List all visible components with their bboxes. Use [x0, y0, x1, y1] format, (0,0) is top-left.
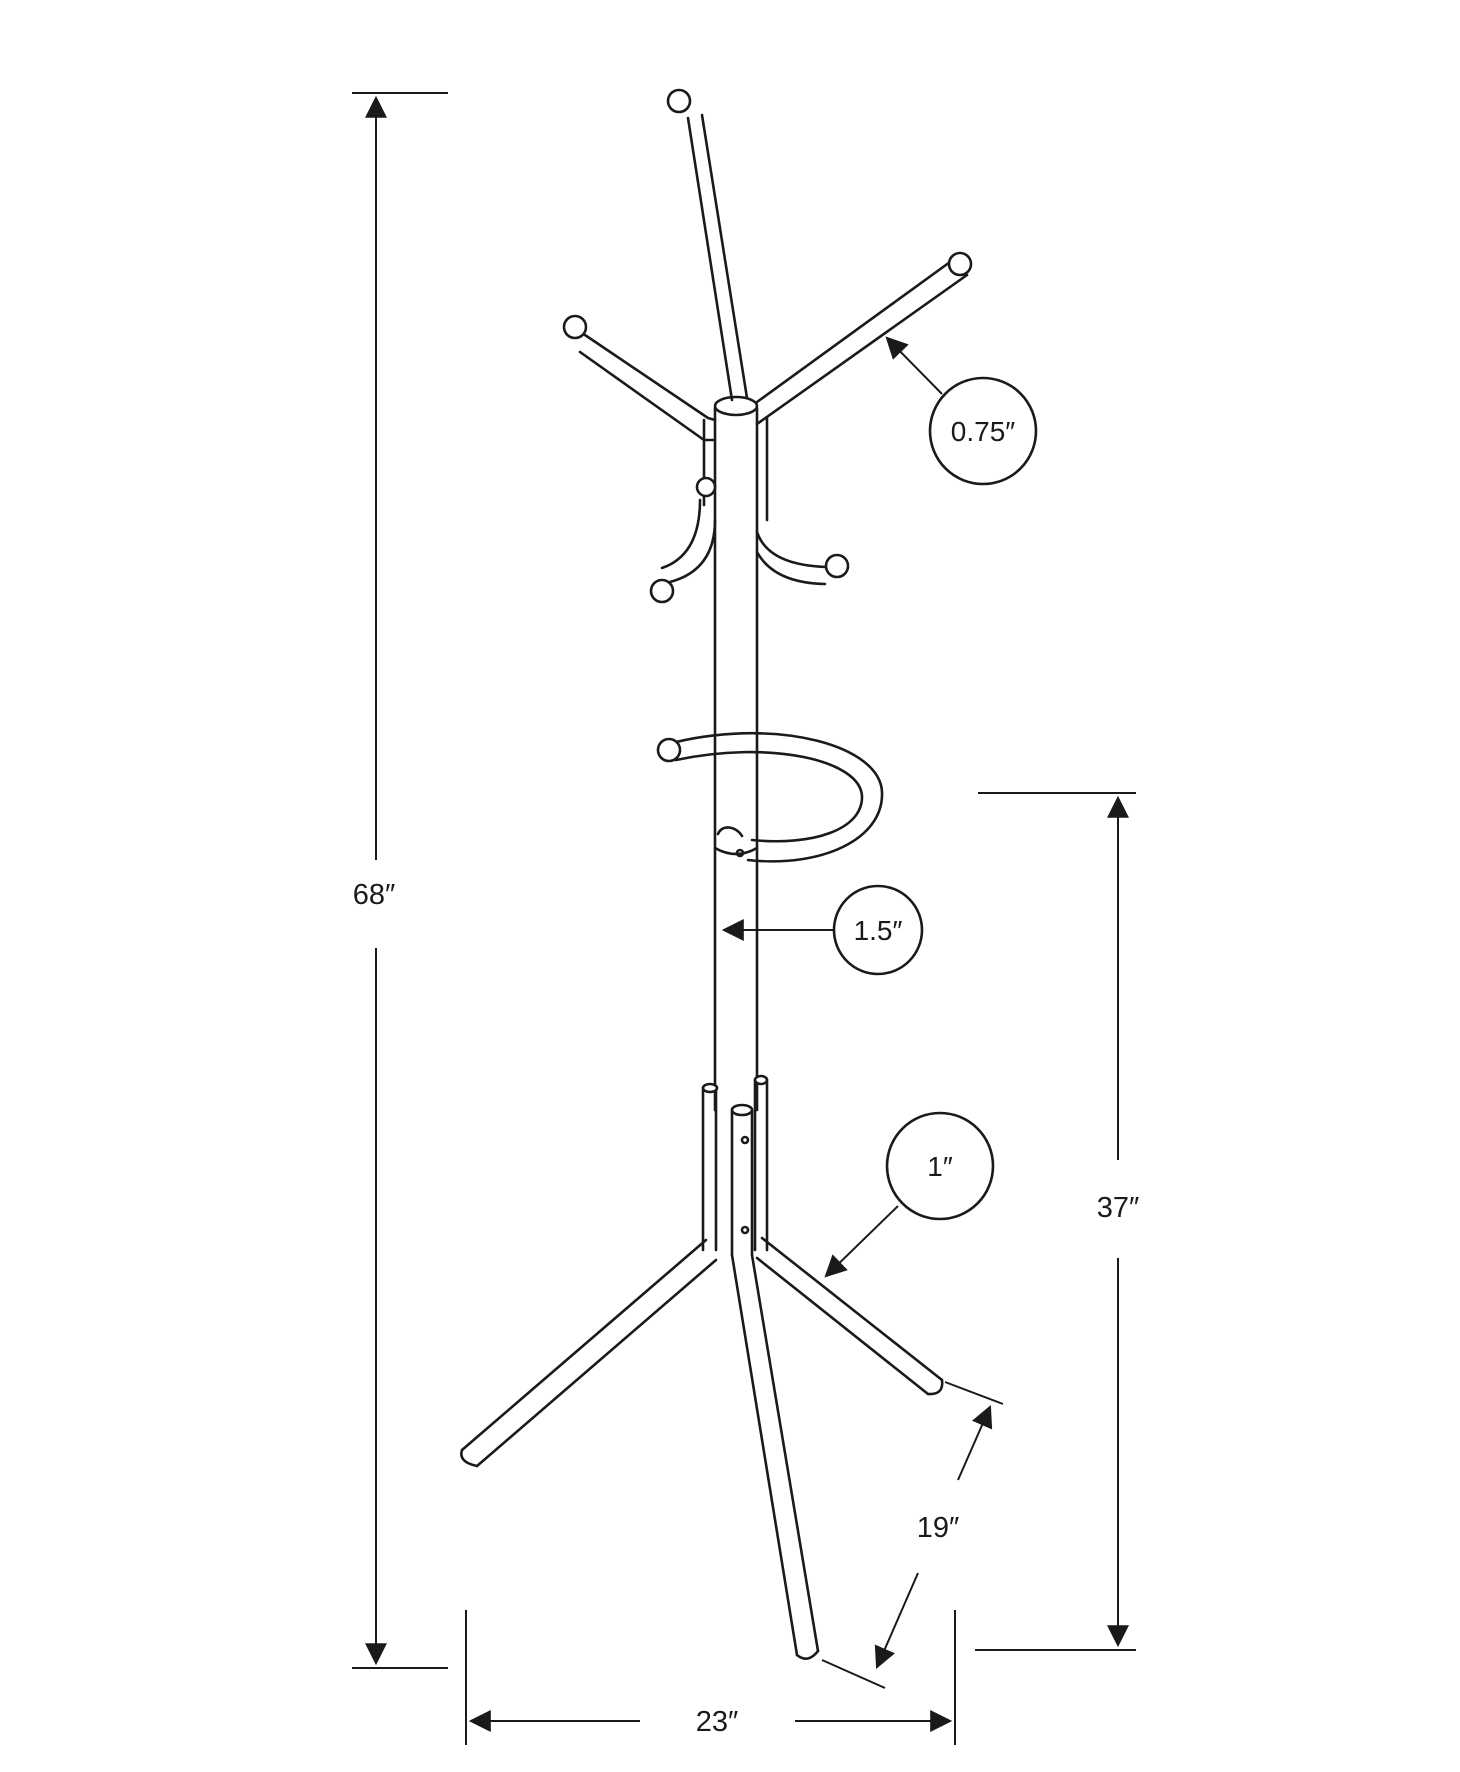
upper-left-hook: [562, 314, 717, 507]
callout-pole-diameter: 1.5″: [721, 884, 924, 976]
lower-right-hook: [755, 530, 850, 586]
hook-diameter-label: 0.75″: [951, 416, 1015, 447]
lower-height-label: 37″: [1097, 1192, 1140, 1224]
dimension-base-width: 23″: [465, 1610, 956, 1745]
total-height-label: 68″: [353, 879, 396, 911]
callout-hook-diameter: 0.75″: [885, 336, 1038, 486]
base-width-label: 23″: [696, 1706, 739, 1738]
coat-rack: [460, 88, 973, 1660]
top-hook: [666, 88, 749, 402]
dimension-lower-height: 37″: [975, 792, 1140, 1651]
dimension-leg-span: 19″: [821, 1381, 1004, 1689]
dimension-total-height: 68″: [352, 92, 448, 1669]
umbrella-ring: [656, 731, 884, 863]
upper-right-hook: [755, 251, 973, 522]
pole-diameter-label: 1.5″: [854, 915, 903, 946]
leg-span-label: 19″: [917, 1512, 960, 1544]
leg-sockets: [701, 1074, 769, 1257]
leg-diameter-label: 1″: [927, 1151, 953, 1182]
lower-left-hook: [649, 476, 717, 604]
callout-leg-diameter: 1″: [824, 1111, 995, 1278]
legs: [460, 1236, 944, 1660]
